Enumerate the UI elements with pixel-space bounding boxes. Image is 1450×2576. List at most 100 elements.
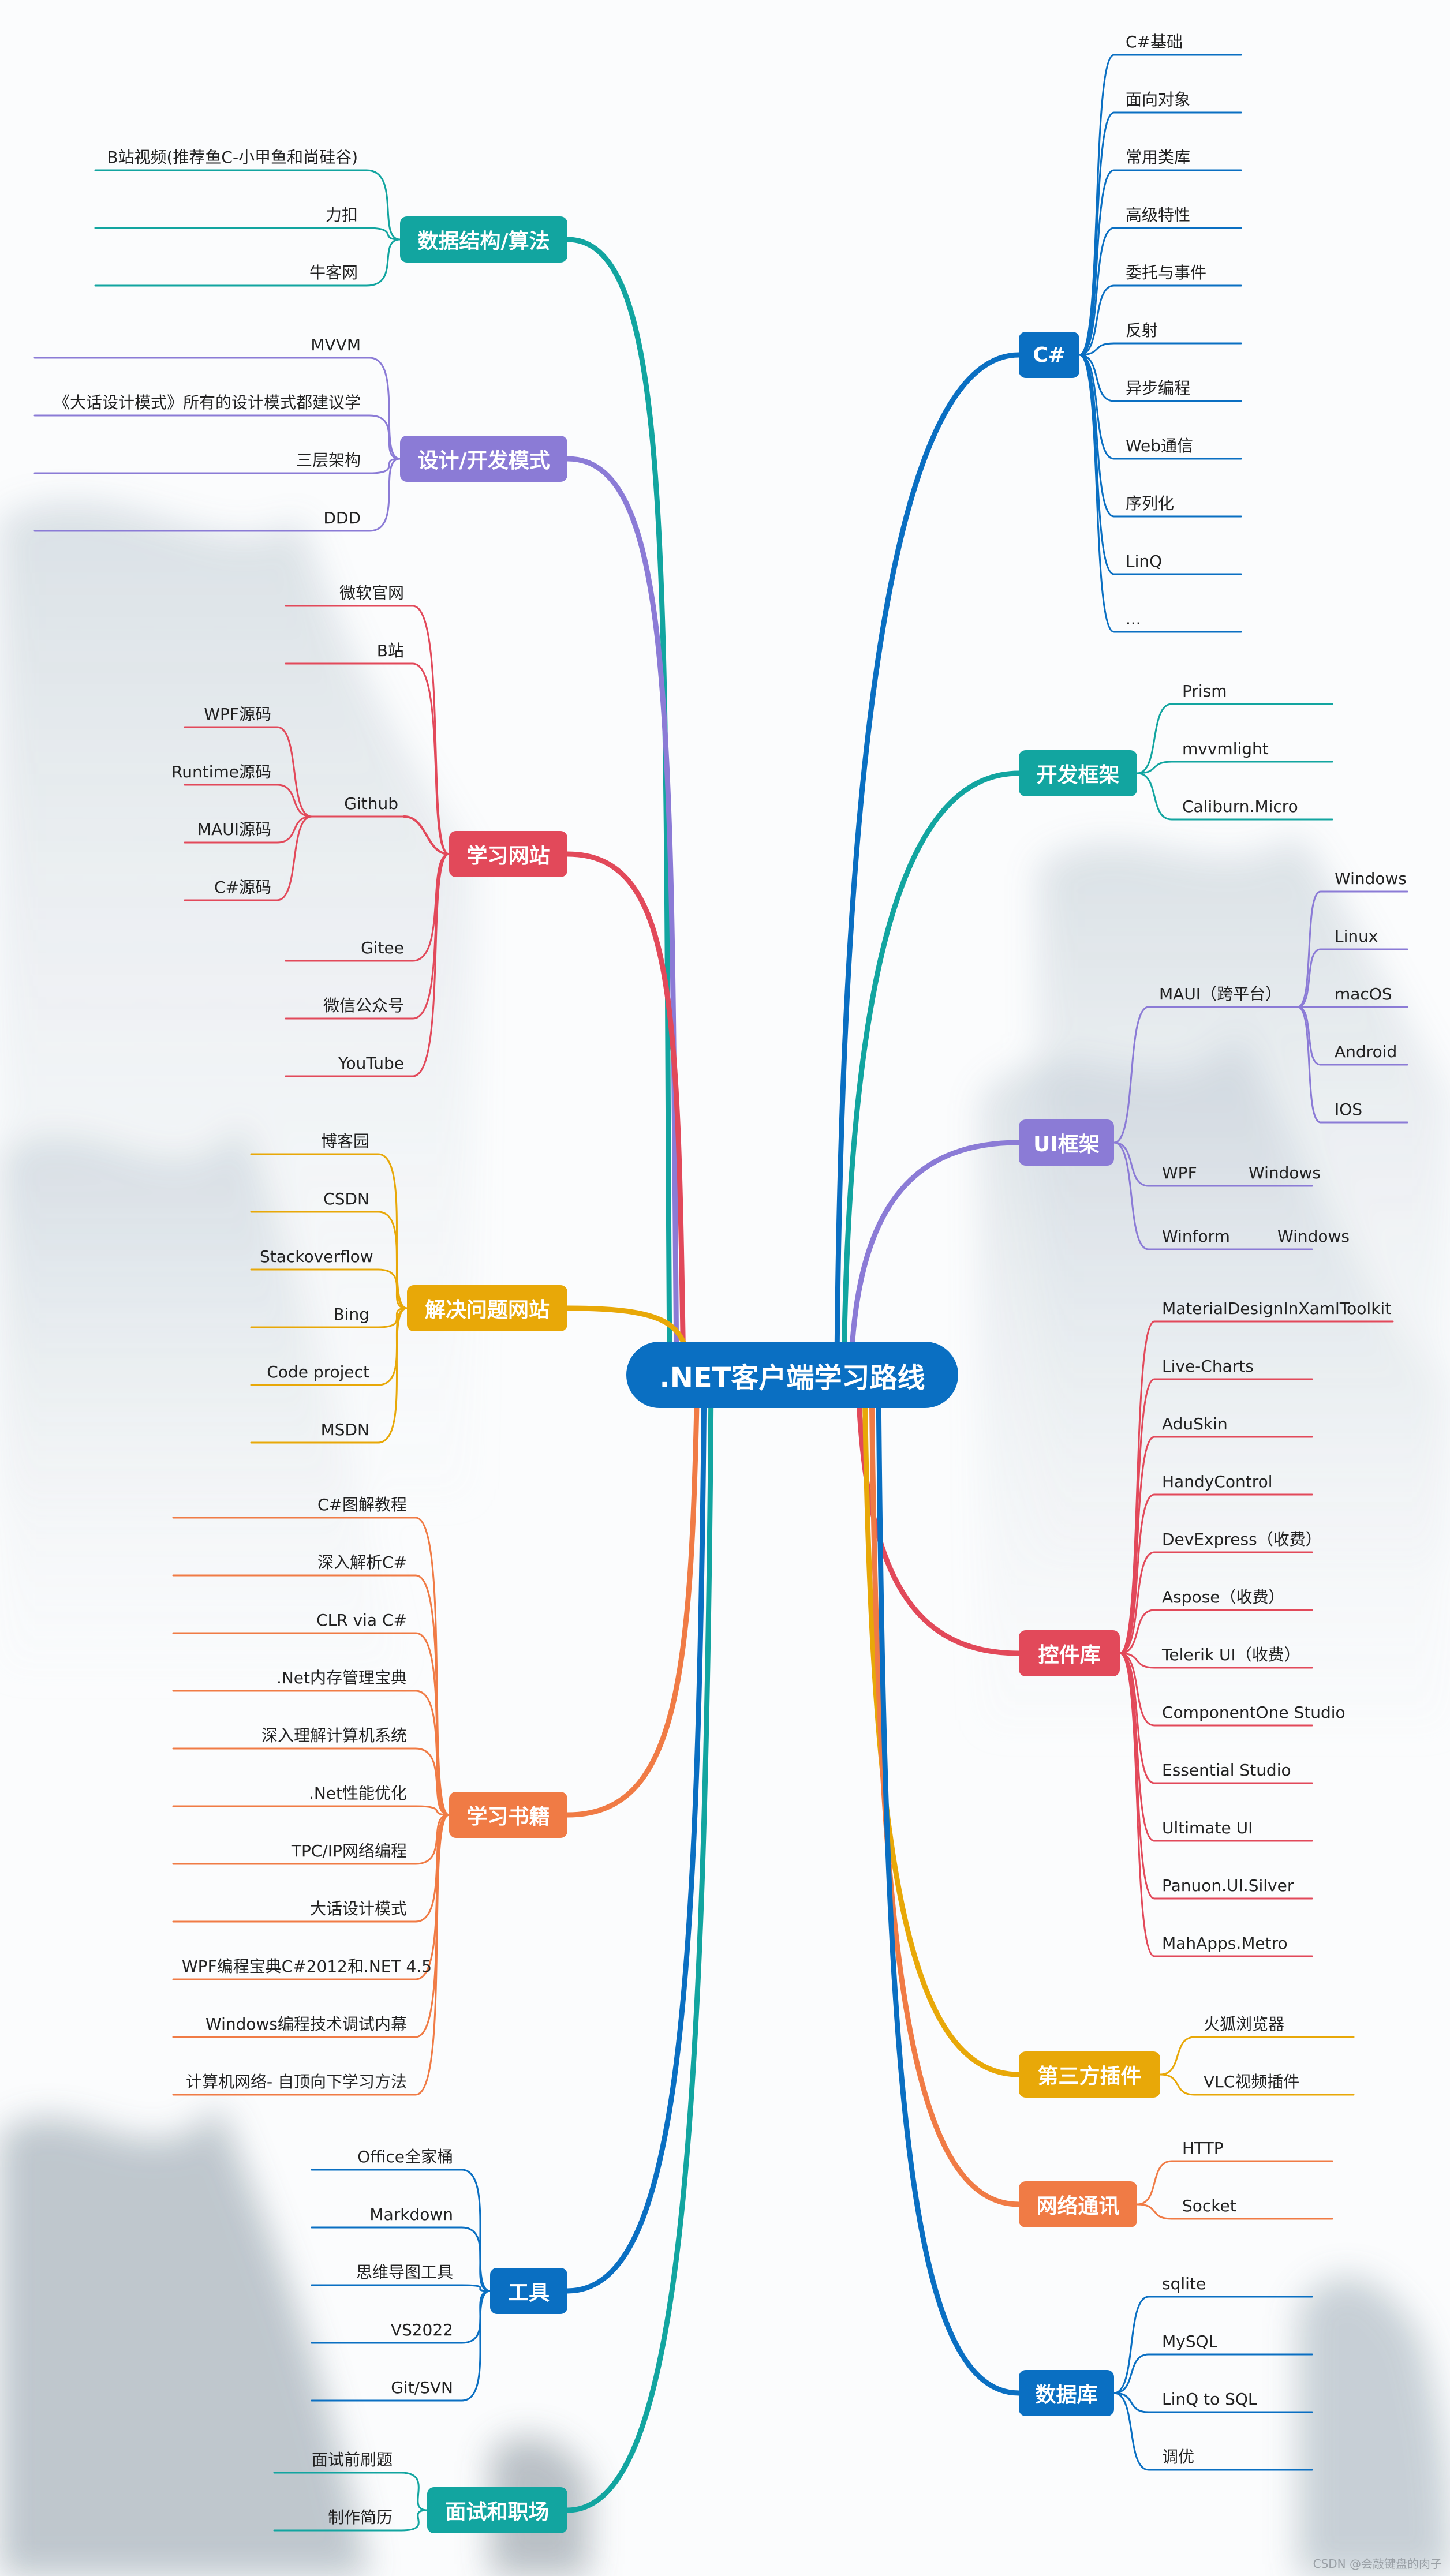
leaf-item[interactable]: 面试前刷题 [311, 2450, 393, 2469]
leaf-platform[interactable]: Windows [1277, 1227, 1350, 1246]
leaf-item[interactable]: 面向对象 [1126, 90, 1191, 109]
topic-right-6[interactable]: 数据库 [1019, 2370, 1114, 2416]
leaf-item[interactable]: B站视频(推荐鱼C-小甲鱼和尚硅谷) [107, 148, 358, 167]
leaf-platform[interactable]: Windows [1335, 869, 1407, 888]
node-maui[interactable]: MAUI（跨平台） [1159, 984, 1282, 1004]
leaf-item[interactable]: HTTP [1182, 2139, 1224, 2158]
leaf-item[interactable]: Prism [1182, 682, 1227, 701]
leaf-item[interactable]: 火狐浏览器 [1204, 2015, 1285, 2034]
topic-right-5[interactable]: 网络通讯 [1019, 2181, 1137, 2227]
leaf-item[interactable]: 委托与事件 [1126, 263, 1207, 282]
topic-right-1[interactable]: 开发框架 [1019, 750, 1137, 796]
leaf-item[interactable]: 序列化 [1126, 494, 1175, 513]
leaf-item[interactable]: Gitee [361, 938, 404, 957]
leaf-item[interactable]: LinQ to SQL [1162, 2390, 1257, 2409]
leaf-item[interactable]: sqlite [1162, 2274, 1206, 2293]
leaf-item[interactable]: MaterialDesignInXamlToolkit [1162, 1299, 1392, 1318]
leaf-item[interactable]: .Net内存管理宝典 [276, 1668, 407, 1687]
leaf-item[interactable]: Live-Charts [1162, 1357, 1254, 1376]
topic-left-4[interactable]: 学习书籍 [449, 1792, 567, 1838]
leaf-item[interactable]: MVVM [311, 335, 361, 354]
leaf-item[interactable]: 调优 [1162, 2447, 1195, 2466]
leaf-item[interactable]: 微软官网 [339, 583, 404, 602]
leaf-platform[interactable]: IOS [1335, 1100, 1363, 1119]
leaf-platform[interactable]: Windows [1249, 1163, 1321, 1182]
leaf-item[interactable]: 三层架构 [296, 451, 361, 470]
topic-left-1[interactable]: 设计/开发模式 [400, 436, 567, 482]
leaf-item[interactable]: .Net性能优化 [308, 1784, 407, 1803]
leaf-item[interactable]: Stackoverflow [260, 1247, 373, 1266]
leaf-item[interactable]: HandyControl [1162, 1472, 1273, 1491]
leaf-item[interactable]: 大话设计模式 [309, 1899, 407, 1918]
topic-right-2[interactable]: UI框架 [1019, 1119, 1114, 1166]
leaf-item[interactable]: C#图解教程 [317, 1495, 407, 1514]
leaf-item[interactable]: Essential Studio [1162, 1761, 1291, 1780]
leaf-item[interactable]: 反射 [1126, 321, 1158, 340]
topic-left-3[interactable]: 解决问题网站 [407, 1285, 567, 1331]
leaf-item[interactable]: YouTube [338, 1054, 404, 1073]
root-topic[interactable]: .NET客户端学习路线 [626, 1342, 958, 1408]
leaf-item[interactable]: Aspose（收费） [1162, 1587, 1285, 1607]
leaf-item[interactable]: 高级特性 [1126, 205, 1191, 224]
node-github[interactable]: Github [344, 794, 398, 813]
leaf-item[interactable]: ComponentOne Studio [1162, 1703, 1346, 1722]
leaf-item[interactable]: 思维导图工具 [356, 2263, 453, 2282]
topic-right-4[interactable]: 第三方插件 [1019, 2051, 1160, 2098]
leaf-platform[interactable]: Linux [1335, 927, 1378, 946]
leaf-item[interactable]: Office全家桶 [357, 2147, 453, 2166]
leaf-item[interactable]: Socket [1182, 2196, 1236, 2215]
topic-left-6[interactable]: 面试和职场 [427, 2487, 567, 2533]
leaf-item[interactable]: 常用类库 [1126, 148, 1191, 167]
leaf-item[interactable]: MahApps.Metro [1162, 1934, 1288, 1953]
leaf-item[interactable]: Code project [267, 1362, 369, 1381]
leaf-item[interactable]: Git/SVN [391, 2378, 453, 2397]
leaf-item[interactable]: CSDN [323, 1189, 369, 1208]
leaf-item[interactable]: CLR via C# [316, 1611, 407, 1630]
leaf-item[interactable]: Web通信 [1126, 436, 1194, 455]
leaf-item[interactable]: DDD [323, 508, 361, 527]
leaf-item[interactable]: Markdown [369, 2205, 453, 2224]
leaf-item[interactable]: Windows编程技术调试内幕 [205, 2015, 407, 2034]
leaf-item[interactable]: mvvmlight [1182, 739, 1269, 758]
leaf-item[interactable]: TPC/IP网络编程 [291, 1841, 407, 1860]
leaf-item[interactable]: DevExpress（收费） [1162, 1530, 1322, 1549]
topic-left-2[interactable]: 学习网站 [449, 831, 567, 877]
leaf-item[interactable]: 制作简历 [327, 2508, 393, 2527]
leaf-item[interactable]: ... [1126, 609, 1141, 628]
leaf-github-source[interactable]: C#源码 [214, 878, 271, 897]
leaf-item[interactable]: 牛客网 [309, 263, 358, 282]
leaf-github-source[interactable]: WPF源码 [204, 705, 271, 724]
leaf-item[interactable]: 计算机网络- 自顶向下学习方法 [185, 2072, 407, 2091]
leaf-item[interactable]: AduSkin [1162, 1414, 1228, 1433]
leaf-platform[interactable]: macOS [1335, 984, 1392, 1004]
leaf-item[interactable]: WPF [1162, 1163, 1197, 1182]
leaf-github-source[interactable]: Runtime源码 [171, 762, 271, 781]
topic-left-0[interactable]: 数据结构/算法 [400, 216, 567, 263]
leaf-github-source[interactable]: MAUI源码 [197, 820, 271, 839]
leaf-item[interactable]: LinQ [1126, 552, 1163, 571]
leaf-item[interactable]: 异步编程 [1126, 379, 1191, 398]
leaf-item[interactable]: Ultimate UI [1162, 1818, 1253, 1837]
leaf-item[interactable]: 深入解析C# [317, 1553, 407, 1572]
leaf-item[interactable]: MySQL [1162, 2332, 1218, 2351]
leaf-item[interactable]: C#基础 [1126, 32, 1183, 51]
leaf-item[interactable]: VLC视频插件 [1204, 2072, 1300, 2091]
leaf-item[interactable]: 微信公众号 [323, 996, 404, 1015]
leaf-item[interactable]: VS2022 [390, 2320, 453, 2339]
leaf-item[interactable]: B站 [376, 641, 404, 660]
leaf-item[interactable]: 《大话设计模式》所有的设计模式都建议学 [53, 393, 361, 412]
topic-left-5[interactable]: 工具 [490, 2268, 567, 2314]
leaf-item[interactable]: MSDN [320, 1420, 369, 1439]
leaf-item[interactable]: 力扣 [325, 205, 358, 224]
topic-right-3[interactable]: 控件库 [1019, 1630, 1120, 1676]
topic-right-0[interactable]: C# [1019, 332, 1079, 378]
leaf-item[interactable]: Panuon.UI.Silver [1162, 1876, 1294, 1895]
leaf-item[interactable]: 博客园 [320, 1132, 369, 1151]
leaf-platform[interactable]: Android [1335, 1042, 1397, 1061]
leaf-item[interactable]: Winform [1162, 1227, 1230, 1246]
leaf-item[interactable]: 深入理解计算机系统 [261, 1726, 407, 1745]
leaf-item[interactable]: Telerik UI（收费） [1162, 1645, 1300, 1664]
leaf-item[interactable]: Bing [333, 1305, 369, 1324]
leaf-item[interactable]: Caliburn.Micro [1182, 797, 1298, 816]
leaf-item[interactable]: WPF编程宝典C#2012和.NET 4.5 [182, 1957, 432, 1976]
